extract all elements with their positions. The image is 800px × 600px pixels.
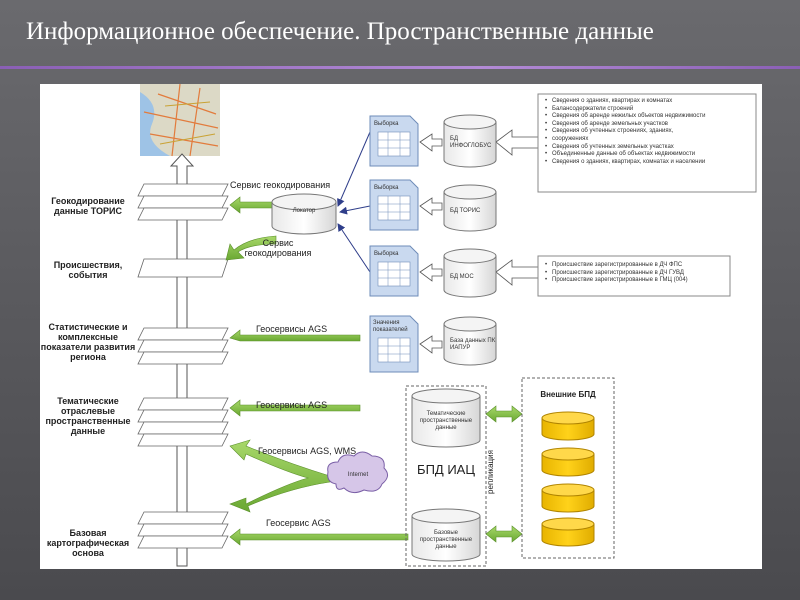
doc-label-1: Выборка bbox=[374, 121, 399, 127]
city-map-image bbox=[140, 84, 220, 157]
label-base: Базовая картографическая основа bbox=[46, 528, 130, 558]
db-label-ik: База данных ПК ИАПУР bbox=[450, 338, 496, 351]
list-item: Происшествие зарегистрированные в ДЧ ФПС bbox=[545, 262, 738, 270]
list-item: сооружениях bbox=[545, 136, 764, 144]
info-list-top: Сведения о зданиях, квартирах и комнатах… bbox=[542, 98, 764, 166]
list-item: Сведения об учтенных земельных участках bbox=[545, 144, 764, 152]
list-item: Сведения об учтенных строениях, зданиях, bbox=[545, 128, 764, 136]
bpd-iac-label: БПД ИАЦ bbox=[417, 462, 475, 477]
label-stats: Статистические и комплексные показатели … bbox=[40, 322, 136, 362]
curved-geocoding-arrow bbox=[225, 235, 277, 261]
list-item: Сведения об аренде нежилых объектов недв… bbox=[545, 113, 764, 121]
title-divider bbox=[0, 66, 800, 69]
doc-label-2: Выборка bbox=[374, 185, 399, 191]
internet-cloud bbox=[327, 451, 388, 494]
list-item: Сведения об аренде земельных участков bbox=[545, 121, 764, 129]
label-geoservices-wms: Геосервисы AGS, WMS bbox=[258, 446, 357, 456]
diagram-graphics bbox=[137, 84, 757, 567]
bpd-cylinders bbox=[411, 388, 481, 562]
label-geocoding-service-2: Сервис геокодирования bbox=[244, 238, 312, 258]
db-label-toris: БД ТОРИС bbox=[450, 208, 481, 214]
external-bpd-label: Внешние БПД bbox=[540, 390, 596, 399]
list-item: Сведения о зданиях, квартирах и комнатах bbox=[545, 98, 764, 106]
label-geocoding: Геокодирование данные ТОРИС bbox=[51, 196, 125, 216]
internet-fork-arrow bbox=[229, 439, 331, 513]
list-item: Происшествие зарегистрированные в ДЧ ГУВ… bbox=[545, 270, 738, 278]
label-incidents: Происшествия, события bbox=[53, 260, 123, 280]
page-title: Информационное обеспечение. Пространстве… bbox=[26, 18, 654, 45]
external-db-cylinders bbox=[541, 411, 595, 547]
list-item: Балансодержатели строений bbox=[545, 106, 764, 114]
list-item: Происшествие зарегистрированные в ГМЦ (0… bbox=[545, 277, 738, 285]
layer-stacks bbox=[137, 183, 229, 549]
bpd-iac-box bbox=[405, 385, 487, 567]
doc-label-3: Выборка bbox=[374, 251, 399, 257]
locator-label: Локатор bbox=[292, 208, 316, 214]
db-label-thematic: Тематические пространственные данные bbox=[419, 411, 473, 431]
info-list-mid: Происшествие зарегистрированные в ДЧ ФПС… bbox=[542, 262, 738, 285]
replication-label: репликация bbox=[486, 450, 495, 494]
db-label-mos: БД МОС bbox=[450, 274, 474, 280]
locator-cylinder bbox=[271, 193, 337, 235]
label-geoservice-base: Геосервис AGS bbox=[266, 518, 331, 528]
db-label-inf: БД ИНФОГЛОБУС bbox=[450, 136, 492, 149]
white-arrows-small bbox=[419, 133, 443, 354]
document-icons bbox=[369, 115, 419, 373]
internet-label: Internet bbox=[347, 472, 369, 478]
blue-connectors bbox=[337, 131, 371, 273]
diagram-canvas: Геокодирование данные ТОРИС Происшествия… bbox=[40, 84, 762, 569]
db-label-base: Базовые пространственные данные bbox=[419, 530, 473, 550]
list-item: Сведения о зданиях, квартирах, комнатах … bbox=[545, 159, 764, 167]
label-geoservices-2: Геосервисы AGS bbox=[256, 400, 328, 410]
label-geoservices-1: Геосервисы AGS bbox=[256, 324, 328, 334]
doc-label-4: Значения показателей bbox=[373, 320, 408, 333]
db-cylinders bbox=[443, 114, 497, 366]
white-arrows-large bbox=[495, 129, 539, 286]
list-item: Объединенные данные об объектах недвижим… bbox=[545, 151, 764, 159]
external-bpd-box bbox=[521, 377, 615, 559]
label-geocoding-service-1: Сервис геокодирования bbox=[230, 180, 331, 190]
label-thematic: Тематические отраслевые пространственные… bbox=[45, 396, 131, 436]
